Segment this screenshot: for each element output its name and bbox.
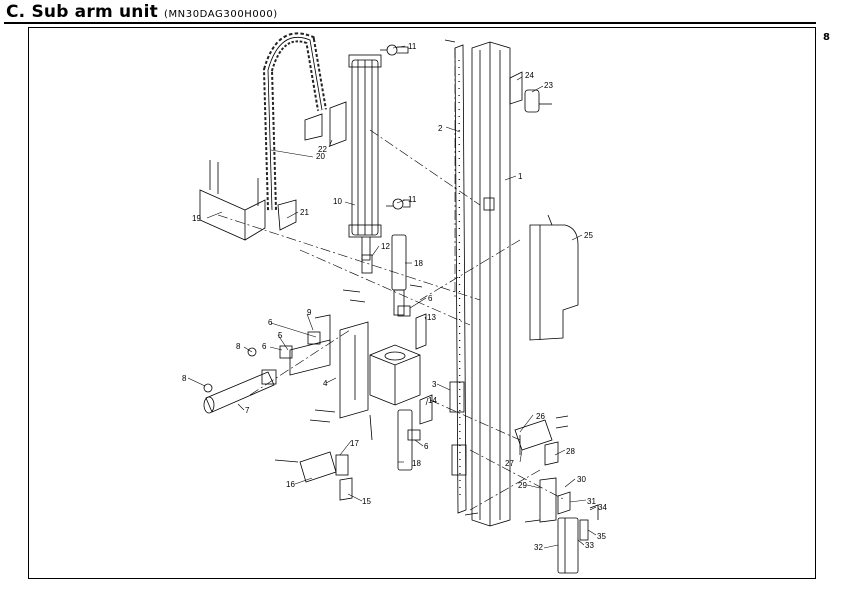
callout-18b: 18 — [412, 459, 421, 468]
callout-6d: 6 — [424, 442, 429, 451]
callout-27: 27 — [505, 459, 514, 468]
drawing-frame — [28, 27, 816, 579]
callout-8b: 8 — [182, 374, 187, 383]
callout-20: 20 — [316, 152, 325, 161]
callout-3: 3 — [432, 380, 437, 389]
shaft-18 — [391, 234, 413, 471]
fitting-8 — [203, 347, 257, 393]
bracket-21 — [277, 199, 297, 231]
callout-15: 15 — [362, 497, 371, 506]
slider-block — [339, 321, 421, 419]
fittings-6 — [279, 305, 421, 441]
callout-14: 14 — [428, 396, 437, 405]
callout-6b: 6 — [268, 318, 273, 327]
plate-29-31 — [539, 477, 571, 523]
callout-labels: 11 24 23 2 1 20 22 10 11 19 21 25 12 18 … — [182, 42, 607, 552]
cylinder-7 — [203, 369, 277, 414]
callout-13: 13 — [427, 313, 436, 322]
callout-8a: 8 — [236, 342, 241, 351]
air-cylinder-10 — [348, 54, 382, 261]
clamp-15-17 — [299, 451, 353, 501]
callout-32: 32 — [534, 543, 543, 552]
callout-5: 5 — [278, 331, 283, 340]
parts-23-24 — [509, 71, 552, 113]
page-title: C. Sub arm unit (MN30DAG300H000) — [6, 2, 278, 22]
callout-31: 31 — [587, 497, 596, 506]
callout-6c: 6 — [262, 342, 267, 351]
block-3 — [449, 381, 467, 476]
callout-4: 4 — [323, 379, 328, 388]
coupling-12 — [361, 254, 373, 274]
cover-25 — [529, 224, 579, 341]
callout-12: 12 — [381, 242, 390, 251]
title-text: C. Sub arm unit — [6, 2, 158, 22]
callout-34: 34 — [598, 503, 607, 512]
callout-7: 7 — [245, 406, 250, 415]
bracket-22 — [304, 101, 347, 147]
callout-18a: 18 — [414, 259, 423, 268]
cable-chain — [262, 32, 327, 211]
callout-24: 24 — [525, 71, 534, 80]
callout-17: 17 — [350, 439, 359, 448]
callout-11b: 11 — [408, 195, 417, 204]
callout-23: 23 — [544, 81, 553, 90]
callout-1: 1 — [518, 172, 523, 181]
callout-28: 28 — [566, 447, 575, 456]
callout-22: 22 — [318, 145, 327, 154]
bracket-13-14 — [415, 313, 433, 425]
linear-rail-2 — [454, 44, 467, 514]
fitting-11 — [380, 44, 411, 210]
bracket-26-28 — [514, 419, 559, 466]
callout-33: 33 — [585, 541, 594, 550]
leader-lines — [187, 45, 597, 549]
callout-29: 29 — [518, 481, 527, 490]
callout-30: 30 — [577, 475, 586, 484]
callout-21: 21 — [300, 208, 309, 217]
callout-11a: 11 — [408, 42, 417, 51]
mount-5-9 — [289, 314, 331, 376]
model-code: (MN30DAG300H000) — [163, 9, 278, 20]
screws — [274, 39, 569, 523]
callout-2: 2 — [438, 124, 443, 133]
callout-19: 19 — [192, 214, 201, 223]
actuator-32-35 — [557, 504, 599, 574]
callout-9: 9 — [307, 308, 312, 317]
callout-26: 26 — [536, 412, 545, 421]
callout-35: 35 — [597, 532, 606, 541]
page-number: 8 — [823, 32, 830, 43]
callout-6a: 6 — [428, 294, 433, 303]
callout-10: 10 — [333, 197, 342, 206]
column-1 — [471, 41, 511, 527]
bracket-19 — [199, 160, 266, 241]
title-rule — [4, 22, 816, 24]
callout-25: 25 — [584, 231, 593, 240]
callout-16: 16 — [286, 480, 295, 489]
